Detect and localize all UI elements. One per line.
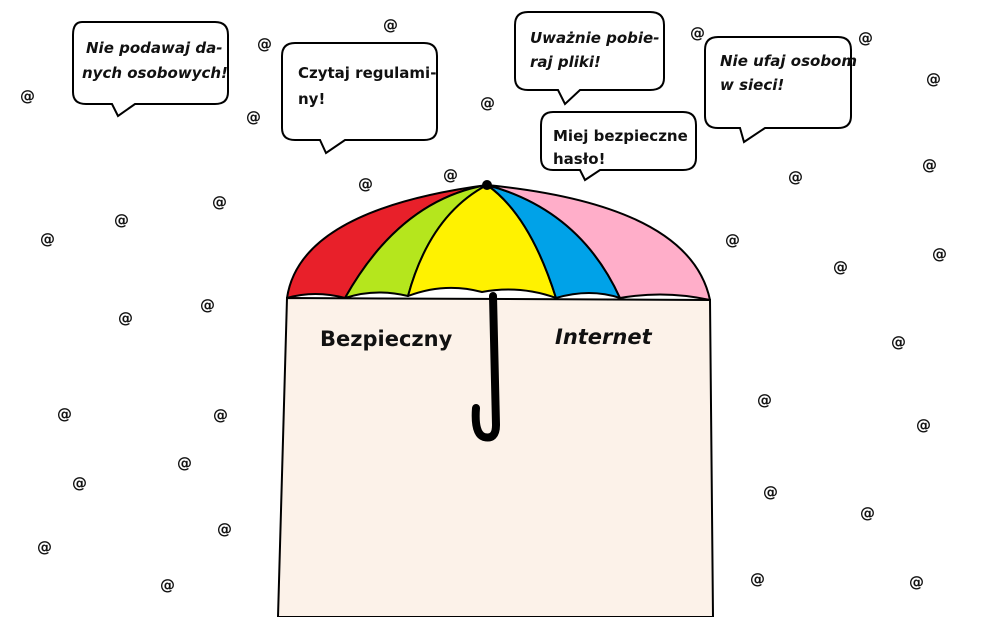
at-symbol: @ [690, 24, 705, 42]
at-symbol: @ [763, 483, 778, 501]
at-symbol: @ [932, 245, 947, 263]
at-symbol: @ [37, 538, 52, 556]
at-symbol: @ [246, 108, 261, 126]
speech-bubble-personal-data: Nie podawaj da- nych osobowych! [72, 21, 229, 118]
at-symbol: @ [788, 168, 803, 186]
at-symbol: @ [891, 333, 906, 351]
bubble-line: Czytaj regulami- [298, 64, 436, 82]
at-symbol: @ [916, 416, 931, 434]
bubble-line: nych osobowych! [82, 64, 228, 82]
at-symbol: @ [860, 504, 875, 522]
at-symbol: @ [257, 35, 272, 53]
umbrella-handle [471, 292, 501, 442]
at-symbol: @ [57, 405, 72, 423]
at-symbol: @ [833, 258, 848, 276]
title-left-word: Bezpieczny [320, 327, 453, 351]
bubble-line: ny! [298, 90, 325, 108]
at-symbol: @ [72, 474, 87, 492]
at-symbol: @ [922, 156, 937, 174]
at-symbol: @ [480, 94, 495, 112]
at-symbol: @ [358, 175, 373, 193]
shelter-area [276, 296, 715, 617]
bubble-line: hasło! [553, 150, 605, 168]
speech-bubble-secure-password: Miej bezpieczne hasło! [540, 111, 697, 182]
bubble-line: w sieci! [720, 76, 784, 94]
at-symbol: @ [926, 70, 941, 88]
at-symbol: @ [750, 570, 765, 588]
at-symbol: @ [200, 296, 215, 314]
at-symbol: @ [177, 454, 192, 472]
bubble-line: Miej bezpieczne [553, 127, 688, 145]
at-symbol: @ [909, 573, 924, 591]
at-symbol: @ [118, 309, 133, 327]
umbrella-canopy [286, 184, 711, 301]
at-symbol: @ [443, 166, 458, 184]
at-symbol: @ [383, 16, 398, 34]
bubble-line: raj pliki! [530, 53, 601, 71]
speech-bubble-download-files: Uważnie pobie- raj pliki! [514, 11, 665, 106]
at-symbol-rain: @ @ @ @ @ @ @ @ @ @ @ @ @ @ @ @ @ @ @ @ @ @ @ @ @ @ @ @ @ @ @ @ @ @ [20, 16, 947, 594]
at-symbol: @ [40, 230, 55, 248]
canopy-pink-segment [486, 184, 711, 301]
at-symbol: @ [757, 391, 772, 409]
speech-bubble-read-terms: Czytaj regulami- ny! [281, 42, 438, 155]
at-symbol: @ [858, 29, 873, 47]
bubble-line: Nie ufaj osobom [720, 52, 857, 70]
at-symbol: @ [20, 87, 35, 105]
at-symbol: @ [160, 576, 175, 594]
speech-bubble-trust-people: Nie ufaj osobom w sieci! [704, 36, 857, 144]
bubble-line: Nie podawaj da- [86, 39, 222, 57]
at-symbol: @ [725, 231, 740, 249]
at-symbol: @ [212, 193, 227, 211]
at-symbol: @ [114, 211, 129, 229]
umbrella-tip [482, 180, 492, 190]
at-symbol: @ [217, 520, 232, 538]
title-right-word: Internet [555, 325, 653, 349]
bubble-line: Uważnie pobie- [530, 29, 659, 47]
at-symbol: @ [213, 406, 228, 424]
